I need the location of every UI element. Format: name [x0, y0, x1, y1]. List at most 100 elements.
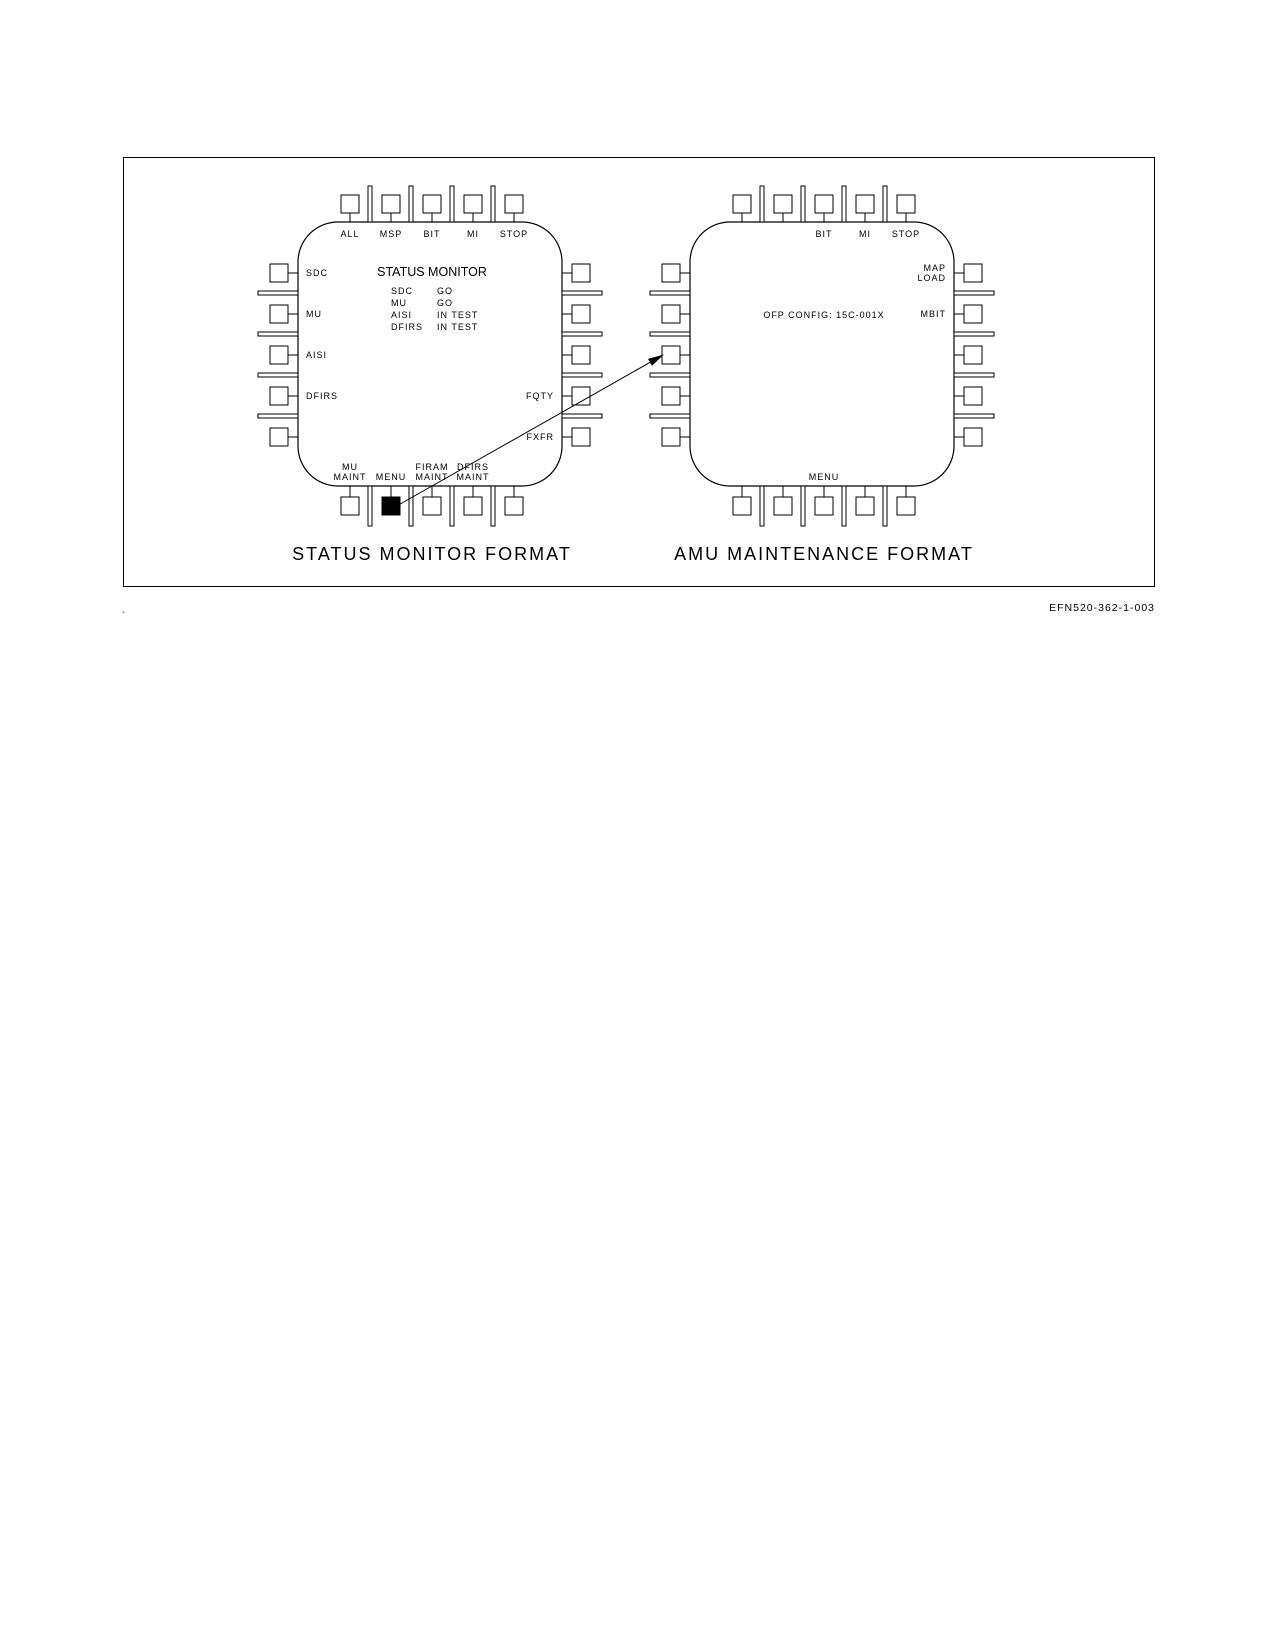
stray-mark: ` — [122, 611, 126, 622]
status-value: GO — [437, 298, 453, 308]
bottom-button-5 — [896, 496, 916, 516]
right-label-line-1: MAP — [923, 263, 946, 273]
right-button-5 — [571, 427, 591, 447]
left-button-5 — [269, 427, 289, 447]
bottom-divider — [408, 485, 414, 527]
top-button-5 — [896, 194, 916, 214]
status-system: AISI — [391, 310, 412, 320]
top-label: BIT — [423, 229, 440, 239]
bottom-divider — [490, 485, 496, 527]
format-caption: AMU MAINTENANCE FORMAT — [674, 544, 974, 564]
right-divider — [953, 413, 995, 419]
right-divider — [953, 331, 995, 337]
right-divider — [561, 372, 603, 378]
top-label: MI — [859, 229, 871, 239]
status-value: IN TEST — [437, 310, 478, 320]
right-divider — [953, 372, 995, 378]
left-divider — [649, 413, 691, 419]
status-value: GO — [437, 286, 453, 296]
bottom-button-3 — [814, 496, 834, 516]
bottom-button-4 — [855, 496, 875, 516]
left-button-2 — [661, 304, 681, 324]
bottom-button-4 — [463, 496, 483, 516]
right-button-3 — [571, 345, 591, 365]
left-divider — [649, 290, 691, 296]
top-button-2 — [773, 194, 793, 214]
right-label: FXFR — [527, 432, 555, 442]
left-button-1 — [269, 263, 289, 283]
top-divider — [408, 185, 414, 223]
right-label: MBIT — [921, 309, 947, 319]
bottom-divider — [367, 485, 373, 527]
bottom-button-1 — [340, 496, 360, 516]
bottom-label-line-2: MAINT — [334, 472, 367, 482]
status-system: MU — [391, 298, 407, 308]
bottom-divider — [759, 485, 765, 527]
top-label: MI — [467, 229, 479, 239]
right-divider — [561, 331, 603, 337]
right-label-line-2: LOAD — [917, 273, 946, 283]
top-button-1 — [340, 194, 360, 214]
display-bezel — [297, 221, 563, 487]
bottom-label-line-1: FIRAM — [416, 462, 449, 472]
bottom-divider — [800, 485, 806, 527]
top-label: ALL — [340, 229, 359, 239]
left-button-3 — [269, 345, 289, 365]
right-button-5 — [963, 427, 983, 447]
bottom-button-2 — [773, 496, 793, 516]
left-button-4 — [269, 386, 289, 406]
top-button-5 — [504, 194, 524, 214]
left-button-4 — [661, 386, 681, 406]
top-button-3 — [422, 194, 442, 214]
top-divider — [882, 185, 888, 223]
top-divider — [800, 185, 806, 223]
right-button-2 — [963, 304, 983, 324]
left-button-2 — [269, 304, 289, 324]
bottom-divider — [841, 485, 847, 527]
left-button-3 — [661, 345, 681, 365]
left-divider — [257, 413, 299, 419]
left-label: SDC — [306, 268, 328, 278]
bottom-divider — [882, 485, 888, 527]
figure-id: EFN520-362-1-003 — [1049, 602, 1155, 614]
top-divider — [841, 185, 847, 223]
bottom-divider — [449, 485, 455, 527]
bottom-label: MENU — [809, 472, 840, 482]
left-label: AISI — [306, 350, 327, 360]
top-button-4 — [463, 194, 483, 214]
right-button-1 — [571, 263, 591, 283]
display-bezel — [689, 221, 955, 487]
right-button-3 — [963, 345, 983, 365]
left-divider — [257, 331, 299, 337]
right-divider — [953, 290, 995, 296]
status-system: SDC — [391, 286, 413, 296]
top-label: MSP — [380, 229, 403, 239]
right-button-4 — [571, 386, 591, 406]
bottom-button-5 — [504, 496, 524, 516]
top-button-1 — [732, 194, 752, 214]
bottom-label-line-1: DFIRS — [457, 462, 489, 472]
left-button-1 — [661, 263, 681, 283]
status-value: IN TEST — [437, 322, 478, 332]
right-label: FQTY — [526, 391, 554, 401]
top-divider — [759, 185, 765, 223]
screen-title: STATUS MONITOR — [377, 265, 487, 279]
left-label: DFIRS — [306, 391, 338, 401]
left-divider — [649, 331, 691, 337]
top-label: STOP — [892, 229, 920, 239]
bottom-label-line-2: MAINT — [457, 472, 490, 482]
bottom-label: MENU — [376, 472, 407, 482]
right-divider — [561, 413, 603, 419]
left-divider — [257, 372, 299, 378]
top-button-4 — [855, 194, 875, 214]
top-label: STOP — [500, 229, 528, 239]
bottom-label-line-2: MAINT — [416, 472, 449, 482]
bottom-button-3 — [422, 496, 442, 516]
right-button-4 — [963, 386, 983, 406]
top-divider — [449, 185, 455, 223]
top-button-2 — [381, 194, 401, 214]
top-divider — [367, 185, 373, 223]
